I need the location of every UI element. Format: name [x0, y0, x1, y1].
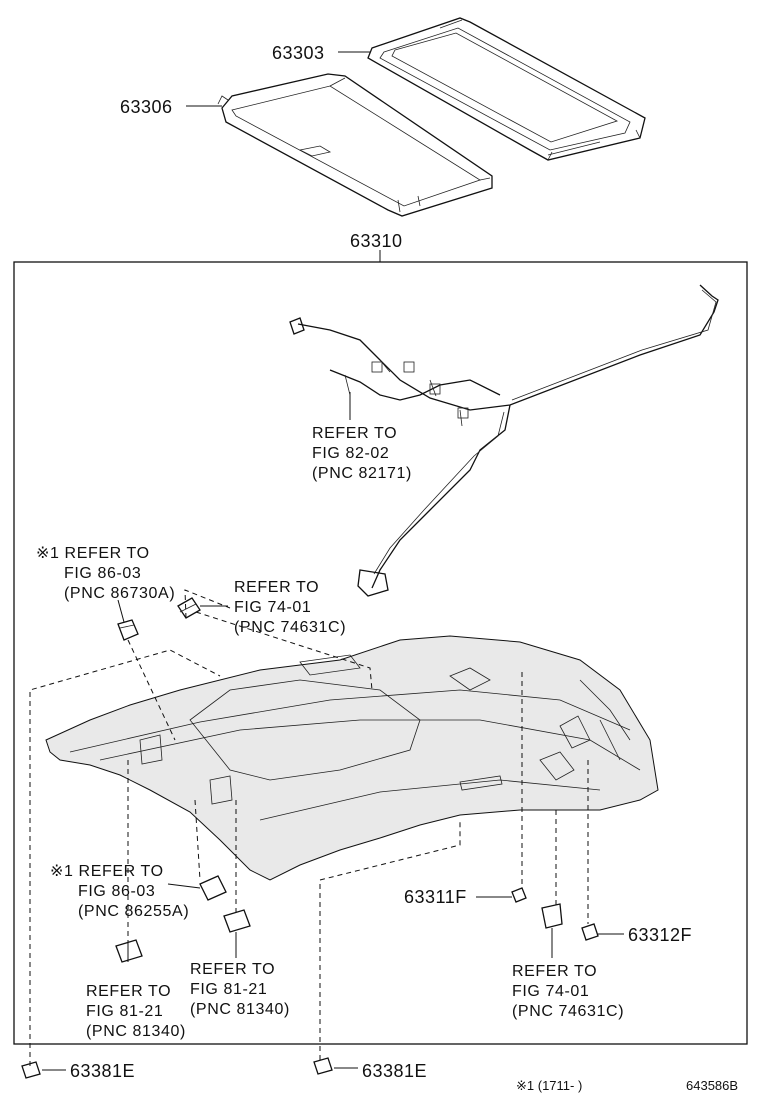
- headliner-panel: [45, 635, 659, 881]
- room-lamp-center: [223, 909, 251, 933]
- roof-wire-harness: [289, 284, 719, 597]
- ref-line: FIG 74-01: [512, 983, 589, 1000]
- ref-line: FIG 81-21: [86, 1003, 163, 1020]
- leader-lines: [42, 51, 624, 1071]
- ref-room-lamp-81340-center: REFER TO FIG 81-21 (PNC 81340): [190, 961, 290, 1018]
- ref-line: (PNC 74631C): [234, 619, 346, 636]
- ref-line: (PNC 81340): [86, 1023, 186, 1040]
- lamp-86730a: [117, 619, 139, 641]
- lamp-86255a: [199, 875, 227, 901]
- ref-line: (PNC 86730A): [64, 585, 175, 602]
- footer-note: ※1 (1711- ): [516, 1078, 582, 1093]
- label-63303: 63303: [272, 43, 325, 63]
- ref-line: (PNC 81340): [190, 1001, 290, 1018]
- ref-line: FIG 81-21: [190, 981, 267, 998]
- ref-line: REFER TO: [190, 961, 275, 978]
- ref-lamp-86730a: ※1 REFER TO FIG 86-03 (PNC 86730A): [36, 545, 175, 602]
- ref-line: FIG 86-03: [64, 565, 141, 582]
- label-63311f: 63311F: [404, 887, 467, 907]
- ref-line: FIG 74-01: [234, 599, 311, 616]
- ref-line: (PNC 74631C): [512, 1003, 624, 1020]
- ref-line: REFER TO: [86, 983, 171, 1000]
- ref-line: (PNC 82171): [312, 465, 412, 482]
- label-63381e-center: 63381E: [362, 1061, 427, 1081]
- ref-line: ※1 REFER TO: [50, 863, 164, 880]
- guide-lines: [29, 589, 589, 1066]
- visor-holder-top: [177, 597, 201, 619]
- sunroof-glass-63303: [367, 17, 646, 161]
- visor-holder-right: [541, 903, 563, 929]
- ref-line: ※1 REFER TO: [36, 545, 150, 562]
- ref-lamp-86255a: ※1 REFER TO FIG 86-03 (PNC 86255A): [50, 863, 189, 920]
- diagram-code: 643586B: [686, 1078, 738, 1093]
- ref-line: FIG 86-03: [78, 883, 155, 900]
- ref-wire-82171: REFER TO FIG 82-02 (PNC 82171): [312, 425, 412, 482]
- clip-63381e-center: [313, 1057, 333, 1075]
- label-63310: 63310: [350, 231, 403, 251]
- clip-63312f: [581, 923, 599, 941]
- ref-visor-74631c-top: REFER TO FIG 74-01 (PNC 74631C): [234, 579, 346, 636]
- room-lamp-left: [115, 939, 143, 963]
- ref-line: REFER TO: [512, 963, 597, 980]
- label-63381e-left: 63381E: [70, 1061, 135, 1081]
- ref-line: REFER TO: [312, 425, 397, 442]
- ref-room-lamp-81340-left: REFER TO FIG 81-21 (PNC 81340): [86, 983, 186, 1040]
- label-63306: 63306: [120, 97, 173, 117]
- ref-line: FIG 82-02: [312, 445, 389, 462]
- clip-63381e-left: [21, 1061, 41, 1079]
- clip-63311f: [511, 887, 527, 903]
- label-63312f: 63312F: [628, 925, 692, 945]
- sunshade-63306: [217, 73, 493, 217]
- ref-line: REFER TO: [234, 579, 319, 596]
- ref-line: (PNC 86255A): [78, 903, 189, 920]
- ref-visor-74631c-right: REFER TO FIG 74-01 (PNC 74631C): [512, 963, 624, 1020]
